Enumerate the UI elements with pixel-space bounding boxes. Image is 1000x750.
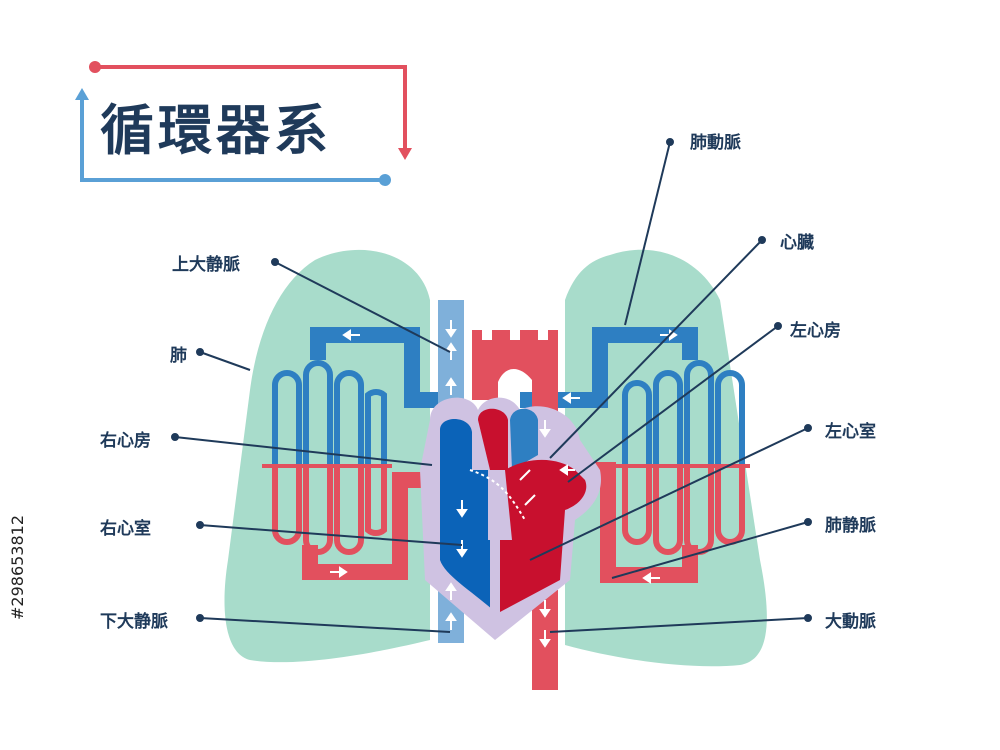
label-left-ventricle: 左心室 <box>825 422 876 442</box>
title-frame <box>75 61 412 186</box>
label-pulmonary-vein: 肺静脈 <box>825 516 876 536</box>
stock-id: #298653812 <box>8 514 27 620</box>
leader-lines <box>171 138 812 633</box>
label-inferior-vena-cava: 下大静脈 <box>100 612 168 632</box>
label-right-ventricle: 右心室 <box>100 519 151 539</box>
label-superior-vena-cava: 上大静脈 <box>172 255 240 275</box>
label-pulmonary-artery: 肺動脈 <box>690 133 741 153</box>
flow-arrows <box>330 320 678 648</box>
label-right-atrium: 右心房 <box>100 431 151 451</box>
right-lung <box>565 249 767 667</box>
label-left-atrium: 左心房 <box>790 321 841 341</box>
label-heart: 心臓 <box>780 233 814 253</box>
page-title: 循環器系 <box>100 99 332 162</box>
label-aorta: 大動脈 <box>825 612 876 632</box>
label-lung: 肺 <box>170 346 187 366</box>
left-lung-vessels <box>262 327 438 580</box>
heart <box>420 397 601 640</box>
